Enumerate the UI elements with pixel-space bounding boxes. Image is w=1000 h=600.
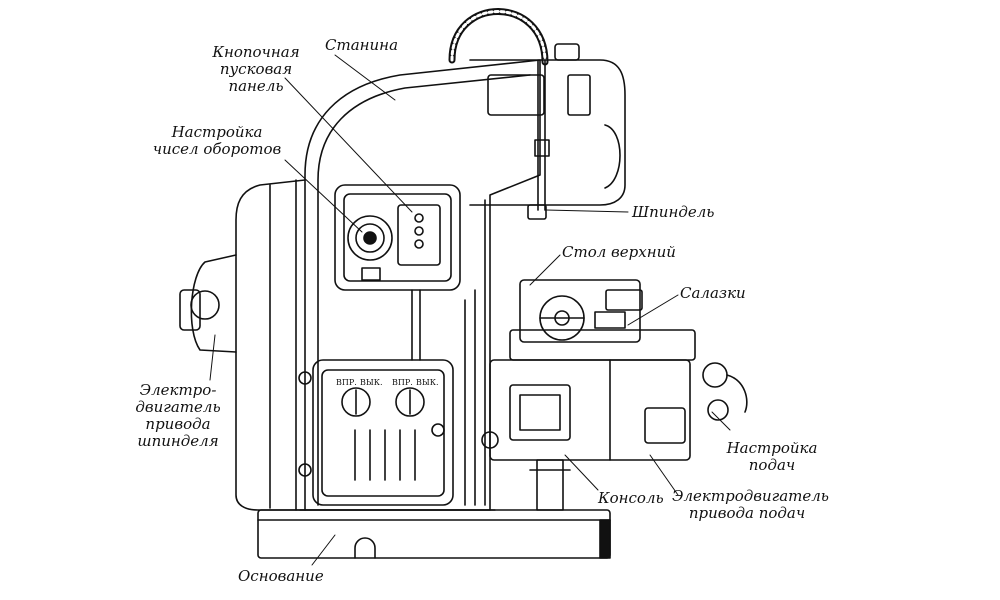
label-upper-table: Стол верхний [562,243,676,261]
label-feed-setting: Настройка подач [726,439,818,474]
control-box [334,184,461,361]
knob-label-4: ВЫК. [416,378,439,387]
label-spindle: Шпиндель [632,203,715,221]
knob-label-1: ВПР. [336,378,357,387]
feed-handwheel [702,362,748,421]
label-feed-motor: Электродвигатель привода подач [672,487,829,522]
top-hose [448,8,549,66]
spindle-head [469,43,626,220]
knob-label-3: ВПР. [392,378,413,387]
leader-lines [209,54,731,566]
label-stanina: Станина [325,36,399,54]
lift-screw [529,459,571,511]
label-spindle-motor: Электро- двигатель привода шпинделя [135,381,221,450]
label-console: Консоль [598,489,664,507]
knob-label-2: ВЫК. [360,378,383,387]
console [481,359,691,461]
label-button-panel: Кнопочная пусковая панель [212,43,300,95]
gearbox-door [298,359,454,506]
spindle-motor-housing [179,179,306,511]
frame [299,59,541,511]
label-speed-setting: Настройка чисел оборотов [152,123,282,158]
table-saddle [509,279,696,361]
label-saddle: Салазки [680,284,746,302]
label-base: Основание [238,567,324,585]
base [257,509,611,559]
